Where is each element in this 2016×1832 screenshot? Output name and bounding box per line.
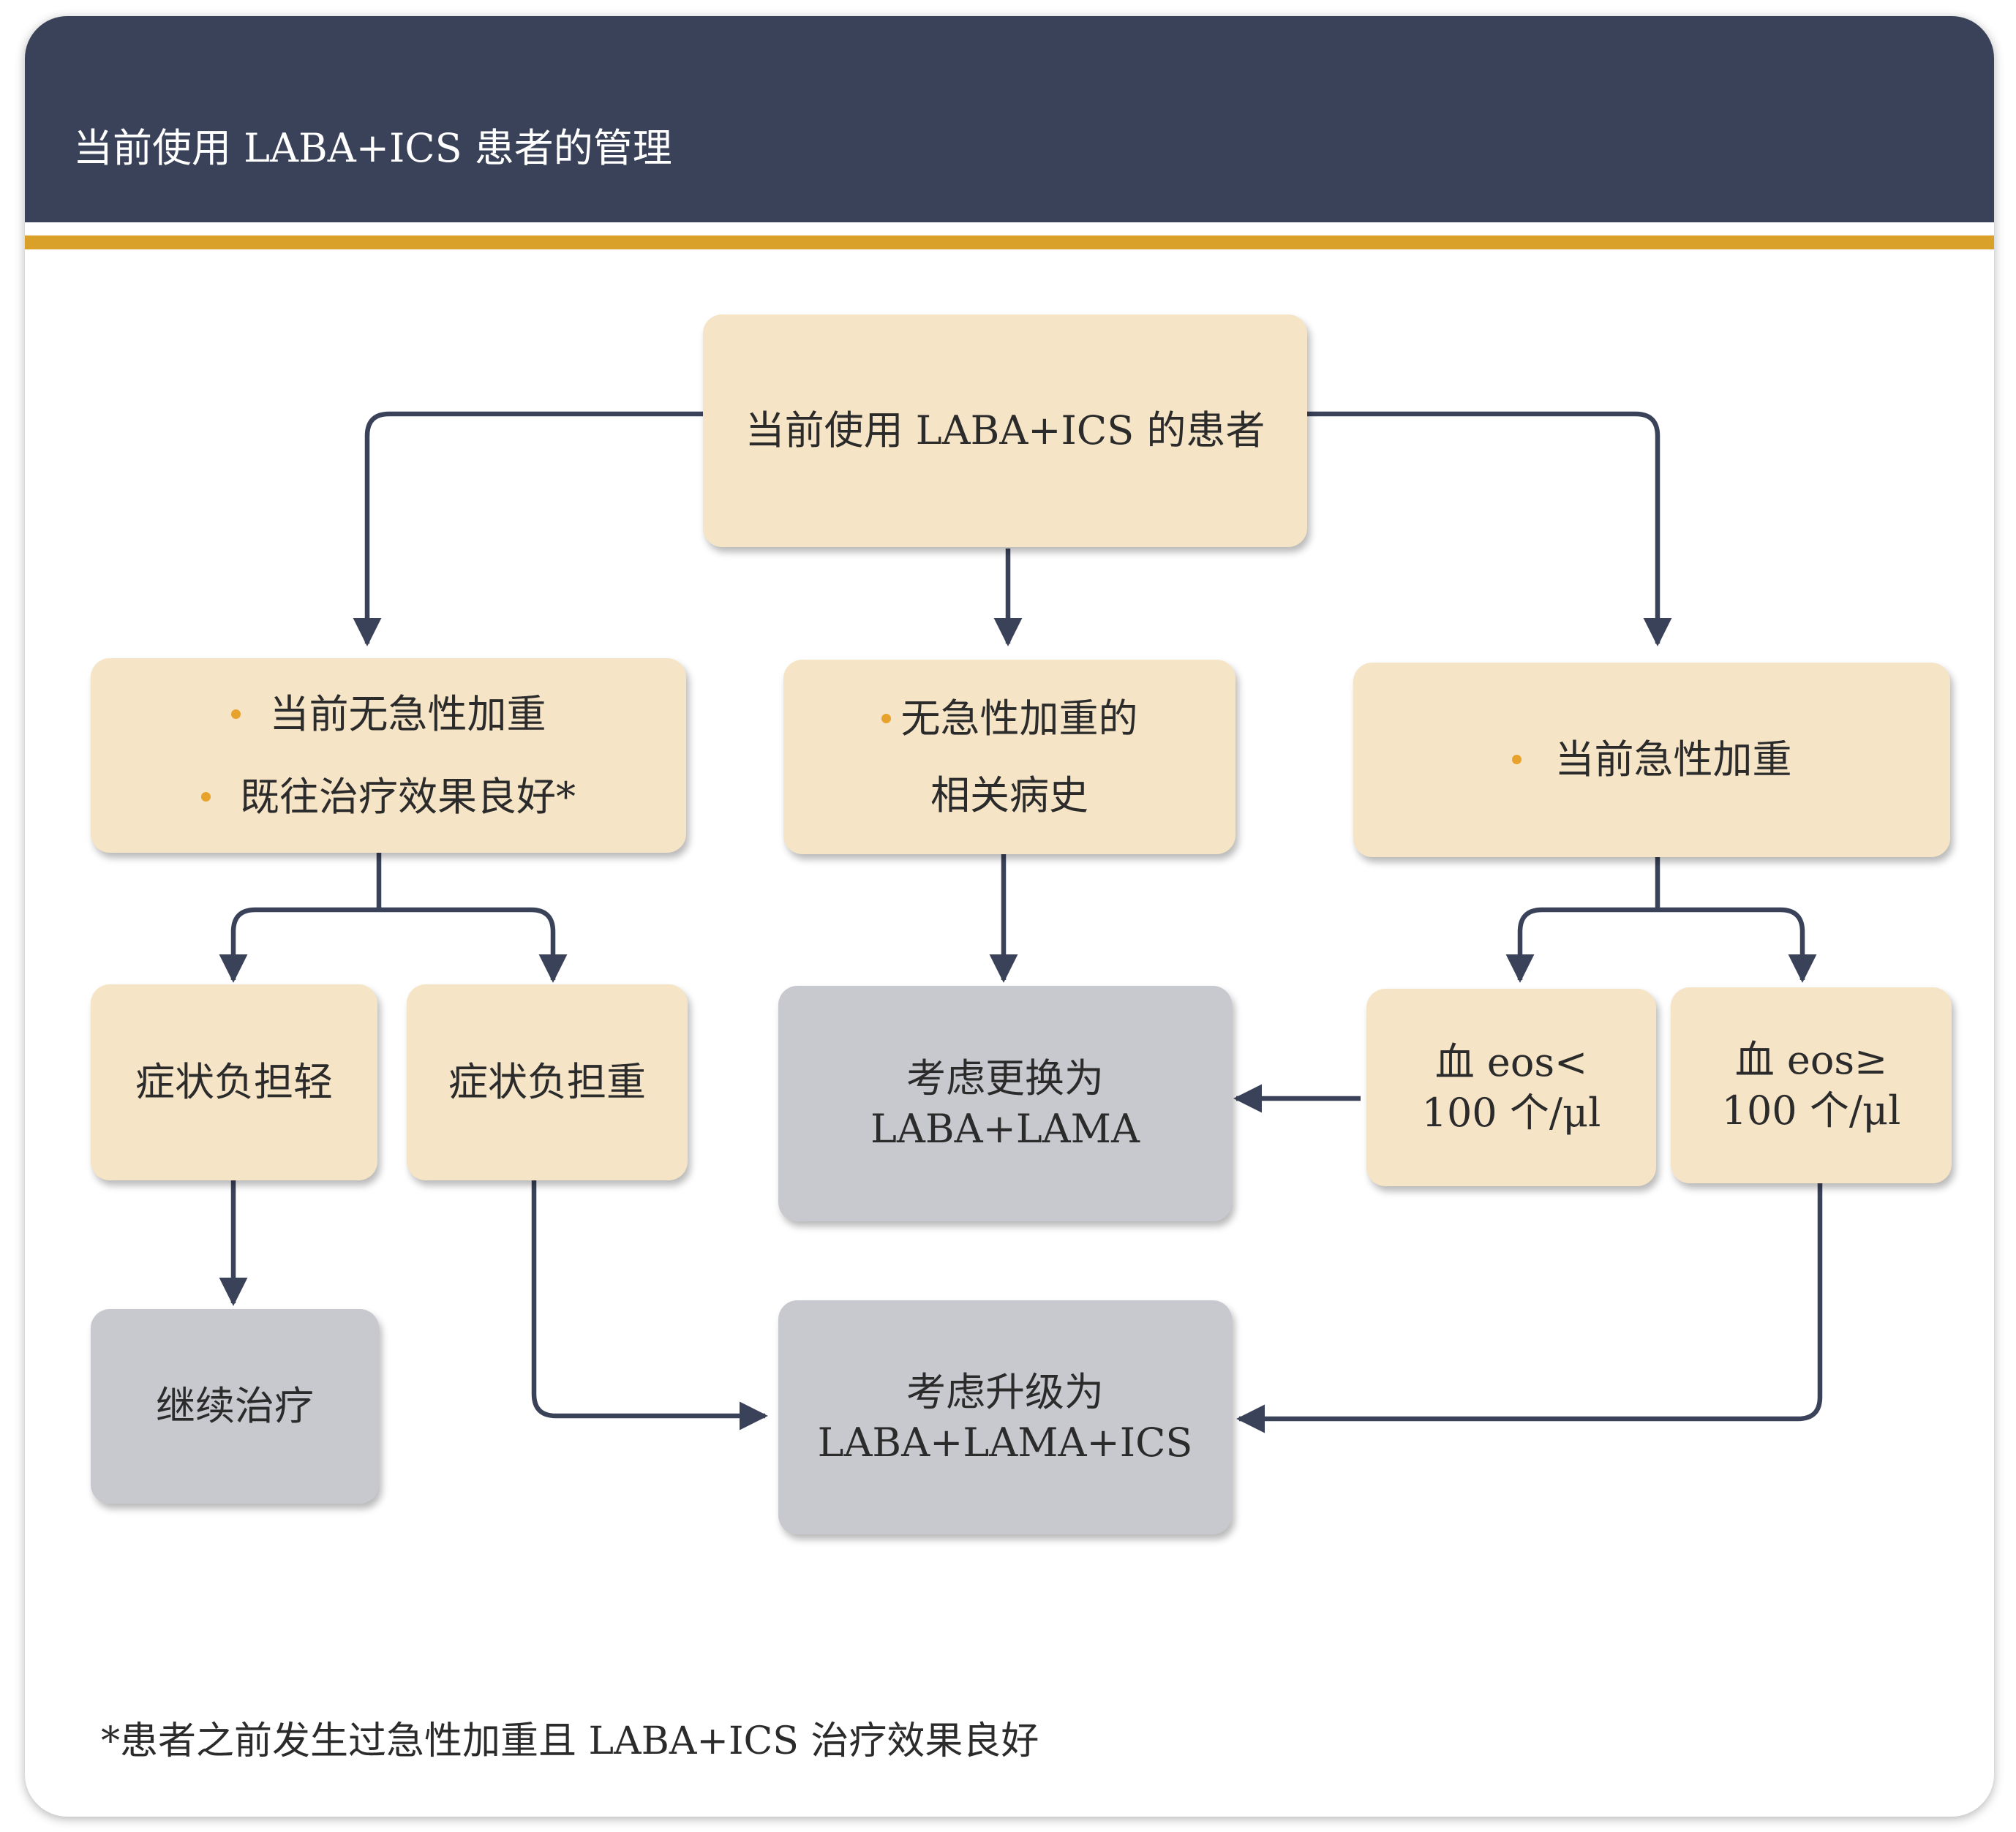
bullet-icon <box>1511 755 1522 765</box>
arrow-right-to-eos-low <box>1505 907 1658 983</box>
node-label-line1: 考虑升级为 <box>906 1368 1104 1415</box>
arrow-root-to-left <box>353 411 703 647</box>
bullet-row: 无急性加重的 <box>881 693 1138 744</box>
bullet-row: 当前急性加重 <box>1511 734 1792 785</box>
node-mild-symptom-burden: 症状负担轻 <box>91 984 377 1180</box>
header-bar: 当前使用 LABA+ICS 患者的管理 <box>25 16 1994 222</box>
node-consider-switch-laba-lama: 考虑更换为 LABA+LAMA <box>778 986 1232 1221</box>
node-eos-at-least-100: 血 eos≥ 100 个/μl <box>1671 987 1952 1183</box>
bullet-text: 当前无急性加重 <box>269 690 546 737</box>
node-severe-symptom-burden: 症状负担重 <box>407 984 688 1180</box>
node-current-laba-ics-patients: 当前使用 LABA+ICS 的患者 <box>703 314 1307 547</box>
bullet-icon <box>881 713 891 723</box>
node-label: 当前使用 LABA+ICS 的患者 <box>745 407 1265 454</box>
node-label-line1: 考虑更换为 <box>906 1055 1104 1101</box>
node-label: 症状负担重 <box>448 1059 646 1106</box>
node-label-line2: 100 个/μl <box>1721 1087 1901 1134</box>
bullet-text: 当前急性加重 <box>1554 736 1792 783</box>
node-no-exacerbation-history: 无急性加重的 相关病史 <box>783 660 1235 854</box>
node-label-line1: 血 eos≥ <box>1734 1036 1888 1083</box>
node-label-line2: LABA+LAMA <box>870 1106 1140 1152</box>
arrow-right-to-eos-high <box>1658 907 1817 983</box>
node-no-exacerbation-good-response: 当前无急性加重 既往治疗效果良好* <box>91 658 686 853</box>
arrow-left-to-mild <box>219 907 379 983</box>
arrow-severe-to-escalate <box>531 1180 768 1430</box>
page-title: 当前使用 LABA+ICS 患者的管理 <box>73 125 672 171</box>
bullet-row: 既往治疗效果良好* <box>201 772 576 822</box>
bullet-row: 当前无急性加重 <box>230 689 546 739</box>
arrow-root-to-right <box>1307 411 1672 647</box>
node-eos-below-100: 血 eos< 100 个/μl <box>1366 989 1656 1186</box>
arrow-left-to-severe <box>379 907 568 983</box>
node-label-line2: 相关病史 <box>930 772 1088 818</box>
node-label-line2: LABA+LAMA+ICS <box>817 1420 1193 1466</box>
arrow-eos-high-to-escalate <box>1236 1183 1823 1433</box>
accent-divider <box>25 235 1994 249</box>
bullet-icon <box>201 792 211 802</box>
node-label: 症状负担轻 <box>135 1059 333 1106</box>
bullet-text: 既往治疗效果良好* <box>240 774 576 820</box>
node-continue-treatment: 继续治疗 <box>91 1309 379 1504</box>
node-current-exacerbation: 当前急性加重 <box>1353 663 1950 857</box>
node-label-line2: 100 个/μl <box>1421 1090 1601 1136</box>
bullet-text: 无急性加重的 <box>900 695 1138 742</box>
node-label: 继续治疗 <box>156 1383 314 1430</box>
bullet-icon <box>230 709 241 719</box>
node-consider-escalate-laba-lama-ics: 考虑升级为 LABA+LAMA+ICS <box>778 1300 1232 1534</box>
node-label-line1: 血 eos< <box>1434 1038 1588 1085</box>
footnote: *患者之前发生过急性加重且 LABA+ICS 治疗效果良好 <box>101 1719 1039 1763</box>
